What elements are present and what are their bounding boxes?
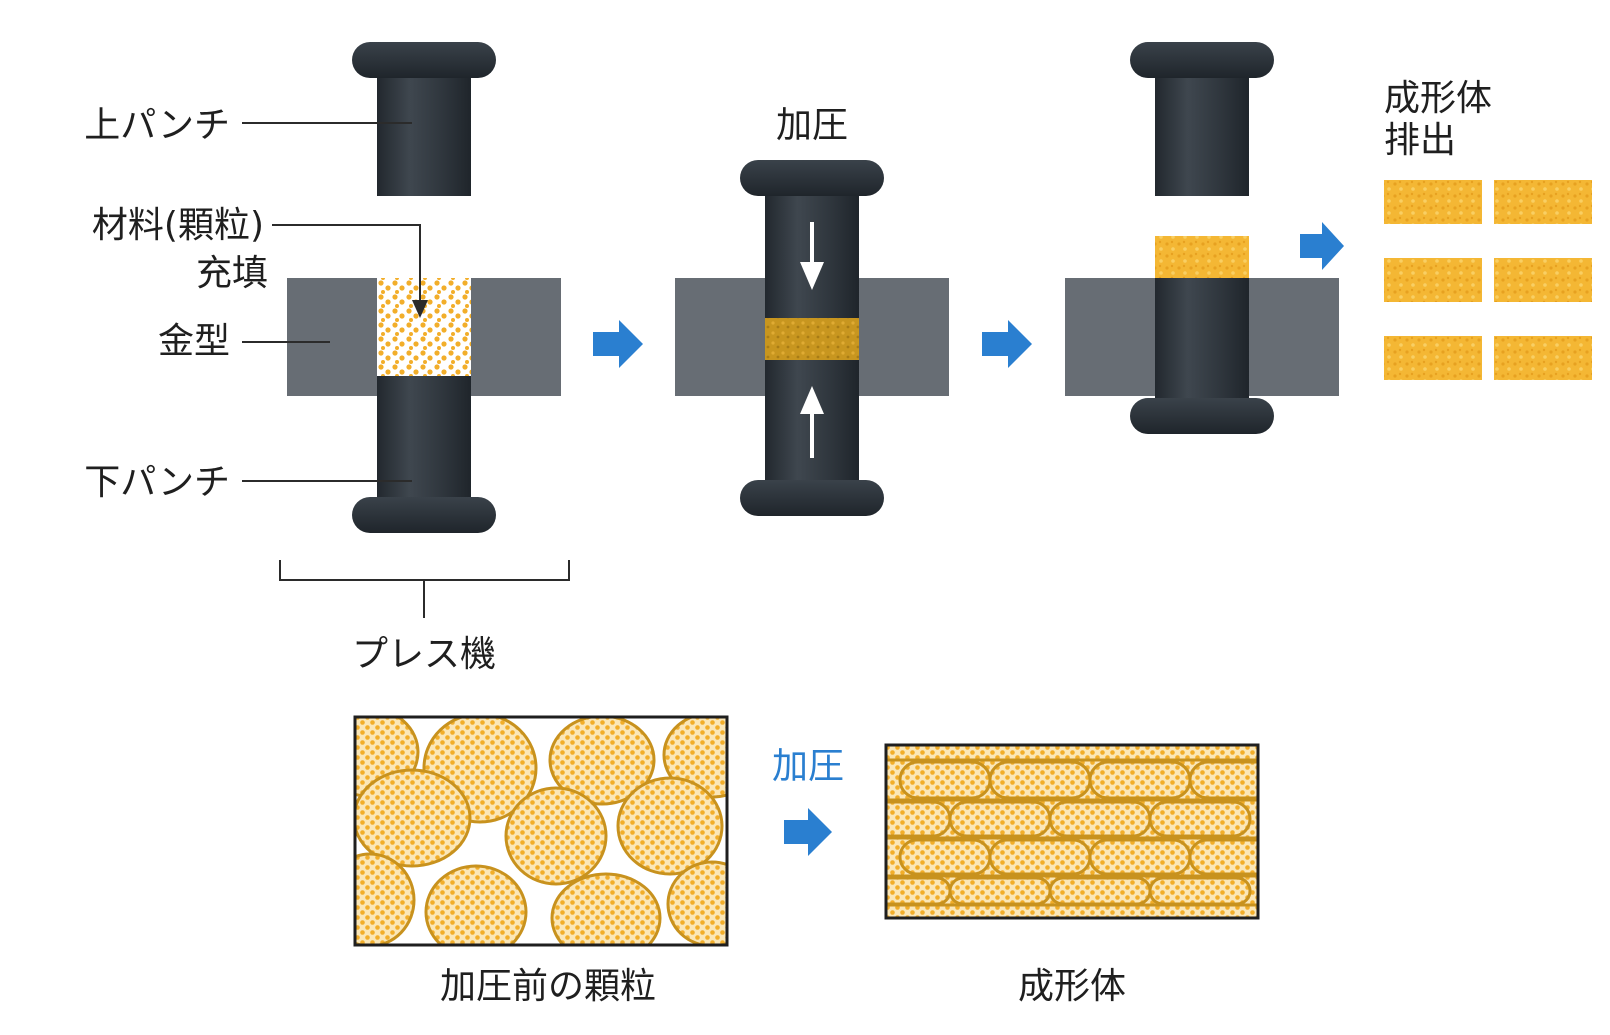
compact-piece bbox=[1494, 258, 1592, 302]
stage-ejection bbox=[1065, 42, 1339, 434]
pressurize-label: 加圧 bbox=[776, 105, 848, 146]
upper-punch-label: 上パンチ bbox=[84, 105, 230, 146]
stage-filling: 上パンチ 材料(顆粒) 充填 金型 下パンチ プレス機 bbox=[84, 42, 570, 675]
die-left bbox=[675, 278, 765, 396]
flattened-granules bbox=[886, 758, 1258, 907]
granules-before-box bbox=[353, 715, 729, 947]
die-right bbox=[1249, 278, 1339, 396]
compact-piece bbox=[1384, 180, 1482, 224]
compact-piece bbox=[1494, 336, 1592, 380]
die-left bbox=[1065, 278, 1155, 396]
arrow-right-icon bbox=[982, 320, 1032, 368]
pressurize-label-bottom: 加圧 bbox=[772, 746, 844, 787]
granule bbox=[355, 852, 416, 945]
granule bbox=[550, 872, 662, 945]
arrow-right-icon bbox=[593, 320, 643, 368]
arrow-up-icon bbox=[800, 386, 824, 458]
granule bbox=[666, 860, 727, 945]
arrow-right-icon bbox=[784, 808, 832, 856]
ejection-label: 成形体 bbox=[1384, 78, 1492, 119]
granules-before-label: 加圧前の顆粒 bbox=[440, 966, 656, 1007]
arrow-down-icon bbox=[800, 222, 824, 290]
granule bbox=[424, 864, 528, 945]
material-granules bbox=[377, 278, 471, 376]
upper-punch bbox=[1130, 42, 1274, 196]
die-right bbox=[471, 278, 561, 396]
stage-pressurize: 加圧 bbox=[675, 105, 949, 516]
granule bbox=[355, 768, 472, 868]
ejection-label-2: 排出 bbox=[1384, 120, 1456, 161]
compact-structure-box bbox=[884, 743, 1260, 920]
die-right bbox=[859, 278, 949, 396]
granule bbox=[504, 786, 608, 886]
lower-punch-label: 下パンチ bbox=[84, 462, 230, 503]
ejected-compact bbox=[1155, 236, 1249, 278]
granule bbox=[548, 717, 656, 806]
arrow-down-icon bbox=[412, 300, 428, 318]
upper-punch bbox=[352, 42, 496, 196]
pressed-material bbox=[765, 318, 859, 360]
compact-grid: 成形体 排出 bbox=[1384, 78, 1592, 380]
granule bbox=[616, 776, 724, 876]
compact-piece bbox=[1494, 180, 1592, 224]
die-label: 金型 bbox=[158, 321, 230, 362]
compact-piece bbox=[1384, 258, 1482, 302]
lower-punch bbox=[352, 376, 496, 533]
arrow-right-icon bbox=[1300, 222, 1344, 270]
compact-label: 成形体 bbox=[1018, 966, 1126, 1007]
press-machine-label: プレス機 bbox=[352, 634, 496, 675]
lower-punch bbox=[1130, 278, 1274, 434]
compact-piece bbox=[1384, 336, 1482, 380]
material-label: 材料(顆粒) bbox=[92, 205, 264, 246]
die-left bbox=[287, 278, 377, 396]
filling-label: 充填 bbox=[196, 253, 268, 294]
